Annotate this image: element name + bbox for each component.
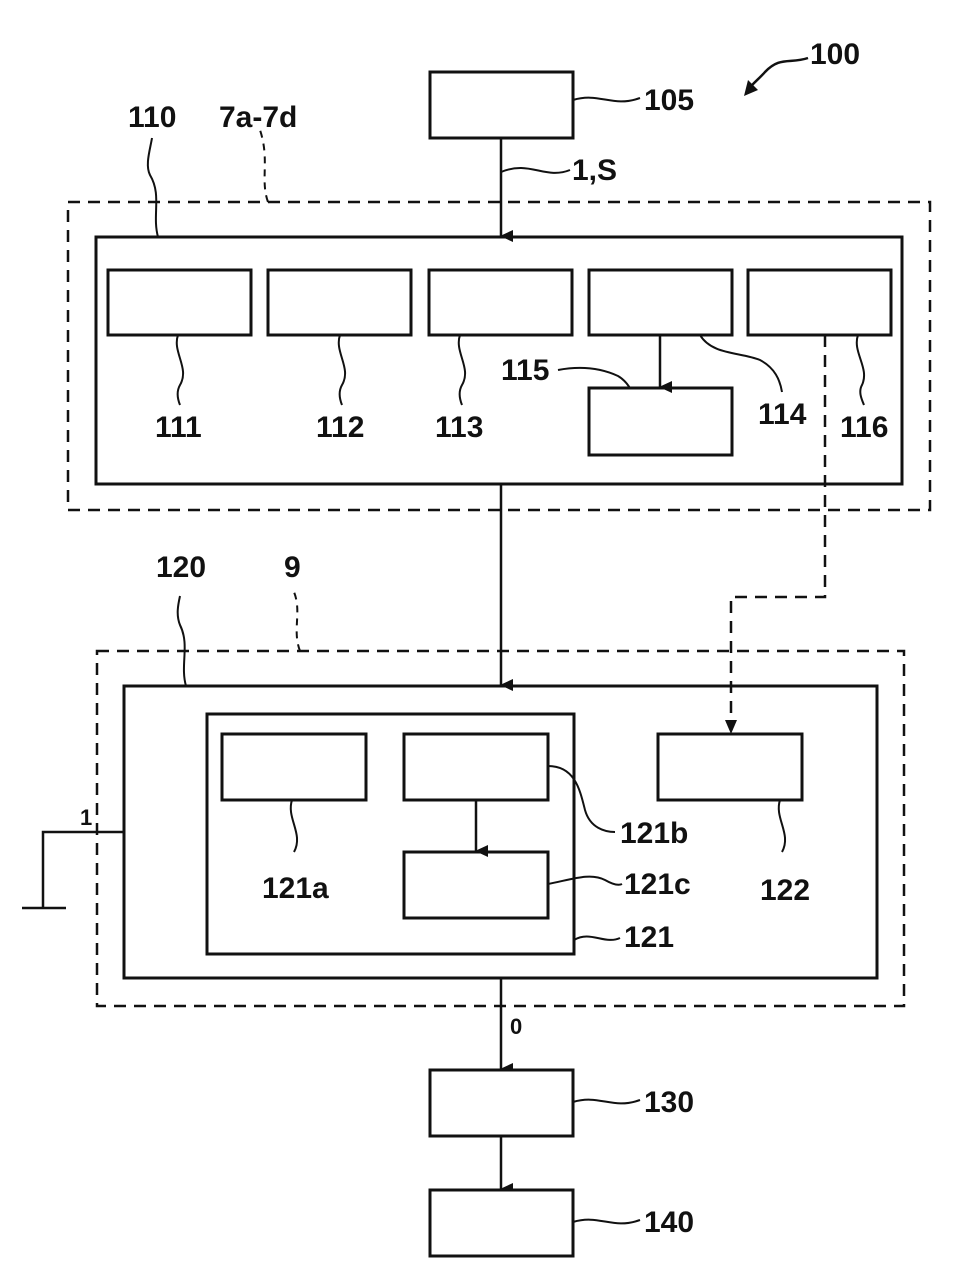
block-105 (430, 72, 573, 138)
leader-7a-7d (260, 130, 268, 202)
label-100: 100 (810, 38, 860, 71)
block-115 (589, 388, 732, 455)
pointer-100 (748, 58, 808, 90)
block-114 (589, 270, 732, 335)
block-122 (658, 734, 802, 800)
leader-113 (459, 335, 465, 405)
label-120: 120 (156, 551, 206, 584)
label-115: 115 (501, 354, 549, 387)
label-114: 114 (758, 398, 807, 431)
label-112: 112 (316, 411, 364, 444)
leader-140 (573, 1220, 640, 1224)
ground-line (43, 832, 124, 908)
label-140: 140 (644, 1206, 694, 1239)
label-110: 110 (128, 101, 176, 134)
leader-121b (548, 766, 615, 832)
leader-116 (857, 335, 864, 405)
leader-121c (548, 877, 622, 885)
label-ground-1: 1 (80, 805, 92, 830)
block-116 (748, 270, 891, 335)
label-121a: 121a (262, 872, 329, 905)
block-113 (429, 270, 572, 335)
label-121b: 121b (620, 817, 688, 850)
leader-121a (291, 800, 297, 852)
leader-1s (501, 168, 570, 173)
label-111: 111 (155, 411, 202, 444)
label-113: 113 (435, 411, 483, 444)
leader-114 (700, 335, 782, 392)
label-130: 130 (644, 1086, 694, 1119)
block-112 (268, 270, 411, 335)
dashed-link-116-to-122 (731, 335, 825, 722)
label-9: 9 (284, 551, 301, 584)
label-116: 116 (840, 411, 888, 444)
dashed-link-arrowhead (725, 720, 737, 734)
leader-111 (177, 335, 183, 405)
block-121b (404, 734, 548, 800)
leader-122 (779, 800, 785, 852)
leader-130 (573, 1100, 640, 1104)
label-7a-7d: 7a-7d (219, 101, 297, 134)
module-120 (124, 686, 877, 978)
module-110-boundary (68, 202, 930, 510)
block-140 (430, 1190, 573, 1256)
label-121c: 121c (624, 868, 691, 901)
label-105: 105 (644, 84, 694, 117)
label-121: 121 (624, 921, 674, 954)
leader-9 (294, 592, 300, 651)
label-1s: 1,S (572, 154, 617, 187)
leader-121 (574, 936, 620, 940)
label-output-0: 0 (510, 1014, 522, 1039)
leader-115 (558, 368, 630, 388)
leader-110 (148, 138, 158, 237)
leader-112 (339, 335, 345, 405)
label-122: 122 (760, 874, 810, 907)
leader-120 (178, 596, 186, 686)
block-111 (108, 270, 251, 335)
leader-105 (573, 98, 640, 102)
block-130 (430, 1070, 573, 1136)
block-121c (404, 852, 548, 918)
block-121a (222, 734, 366, 800)
